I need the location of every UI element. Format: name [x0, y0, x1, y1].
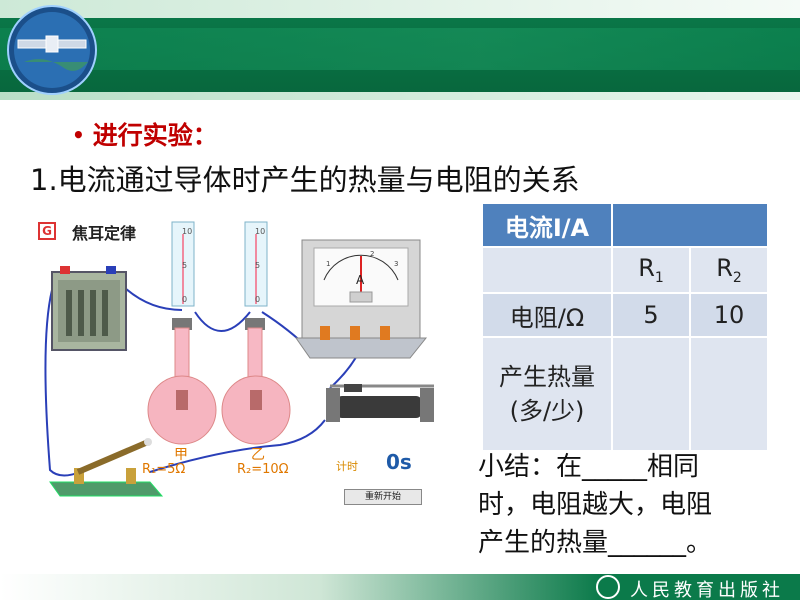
battery: [51, 266, 127, 351]
r1-heat-value[interactable]: [611, 336, 691, 452]
summary-text: 小结：在_____相同 时，电阻越大，电阻 产生的热量______。: [478, 448, 778, 562]
thermometer-a: 10 5 0: [147, 221, 217, 445]
table-header-label: 电流I/A: [481, 202, 613, 248]
header-top-band: [0, 0, 800, 18]
experiment-subtitle: 1.电流通过导体时产生的热量与电阻的关系: [30, 163, 580, 197]
column-r1: R1: [611, 246, 691, 294]
ammeter-scale: 2: [370, 250, 374, 258]
heat-row-label: 产生热量(多/少): [481, 336, 613, 452]
tick-label: 0: [255, 295, 260, 304]
header-strip: [0, 28, 800, 70]
tick-label: 0: [182, 295, 187, 304]
table-header-value: [611, 202, 769, 248]
r2-label: R₂=10Ω: [237, 462, 289, 477]
tick-label: 5: [255, 261, 260, 270]
header-banner: [0, 0, 800, 100]
table-cell-empty: [481, 246, 613, 294]
knife-switch[interactable]: [49, 438, 164, 497]
thermometer-b: 10 5 0: [221, 221, 291, 445]
ammeter-scale: 1: [326, 260, 330, 268]
timer-label: 计时: [336, 460, 358, 473]
summary-line: 时，电阻越大，电阻: [478, 490, 713, 520]
joule-logo-icon: G: [38, 222, 56, 240]
r2-resistance-value: 10: [689, 292, 769, 338]
flask-b-label: 乙: [251, 447, 265, 463]
circuit-drawing: 10 5 0 10 5 0 A 1 2: [44, 221, 434, 497]
tick-label: 5: [182, 261, 187, 270]
reset-button[interactable]: 重新开始: [344, 489, 422, 505]
tick-label: 10: [182, 227, 192, 236]
bullet-text: 进行实验：: [92, 121, 218, 150]
tick-label: 10: [255, 227, 265, 236]
header-bottom-band: [0, 92, 800, 100]
r2-heat-value[interactable]: [689, 336, 769, 452]
r1-label: R₁=5Ω: [142, 462, 186, 477]
ammeter: A 1 2 3: [295, 239, 428, 359]
r1-resistance-value: 5: [611, 292, 691, 338]
footer-band: [0, 574, 800, 600]
rheostat[interactable]: [326, 384, 434, 422]
timer-value: 0s: [386, 450, 412, 474]
ammeter-scale: 3: [394, 260, 398, 268]
resistance-row-label: 电阻/Ω: [481, 292, 613, 338]
ammeter-label: A: [356, 273, 365, 287]
summary-line: 小结：在_____相同: [478, 452, 700, 482]
pep-logo-icon: [596, 575, 620, 599]
bullet-heading: • 进行实验：: [72, 116, 218, 152]
joule-law-simulation: G 焦耳定律: [30, 210, 480, 515]
simulation-title: 焦耳定律: [72, 224, 137, 243]
satellite-globe-icon: [7, 5, 97, 95]
publisher-name: 人民教育出版社: [630, 580, 784, 601]
column-r2: R2: [689, 246, 769, 294]
bullet-dot: •: [72, 123, 85, 147]
flask-a-label: 甲: [174, 447, 188, 463]
data-table: 电流I/A R1 R2 电阻/Ω 5 10 产生热量(多/少): [481, 202, 769, 452]
summary-line: 产生的热量______。: [478, 528, 713, 558]
